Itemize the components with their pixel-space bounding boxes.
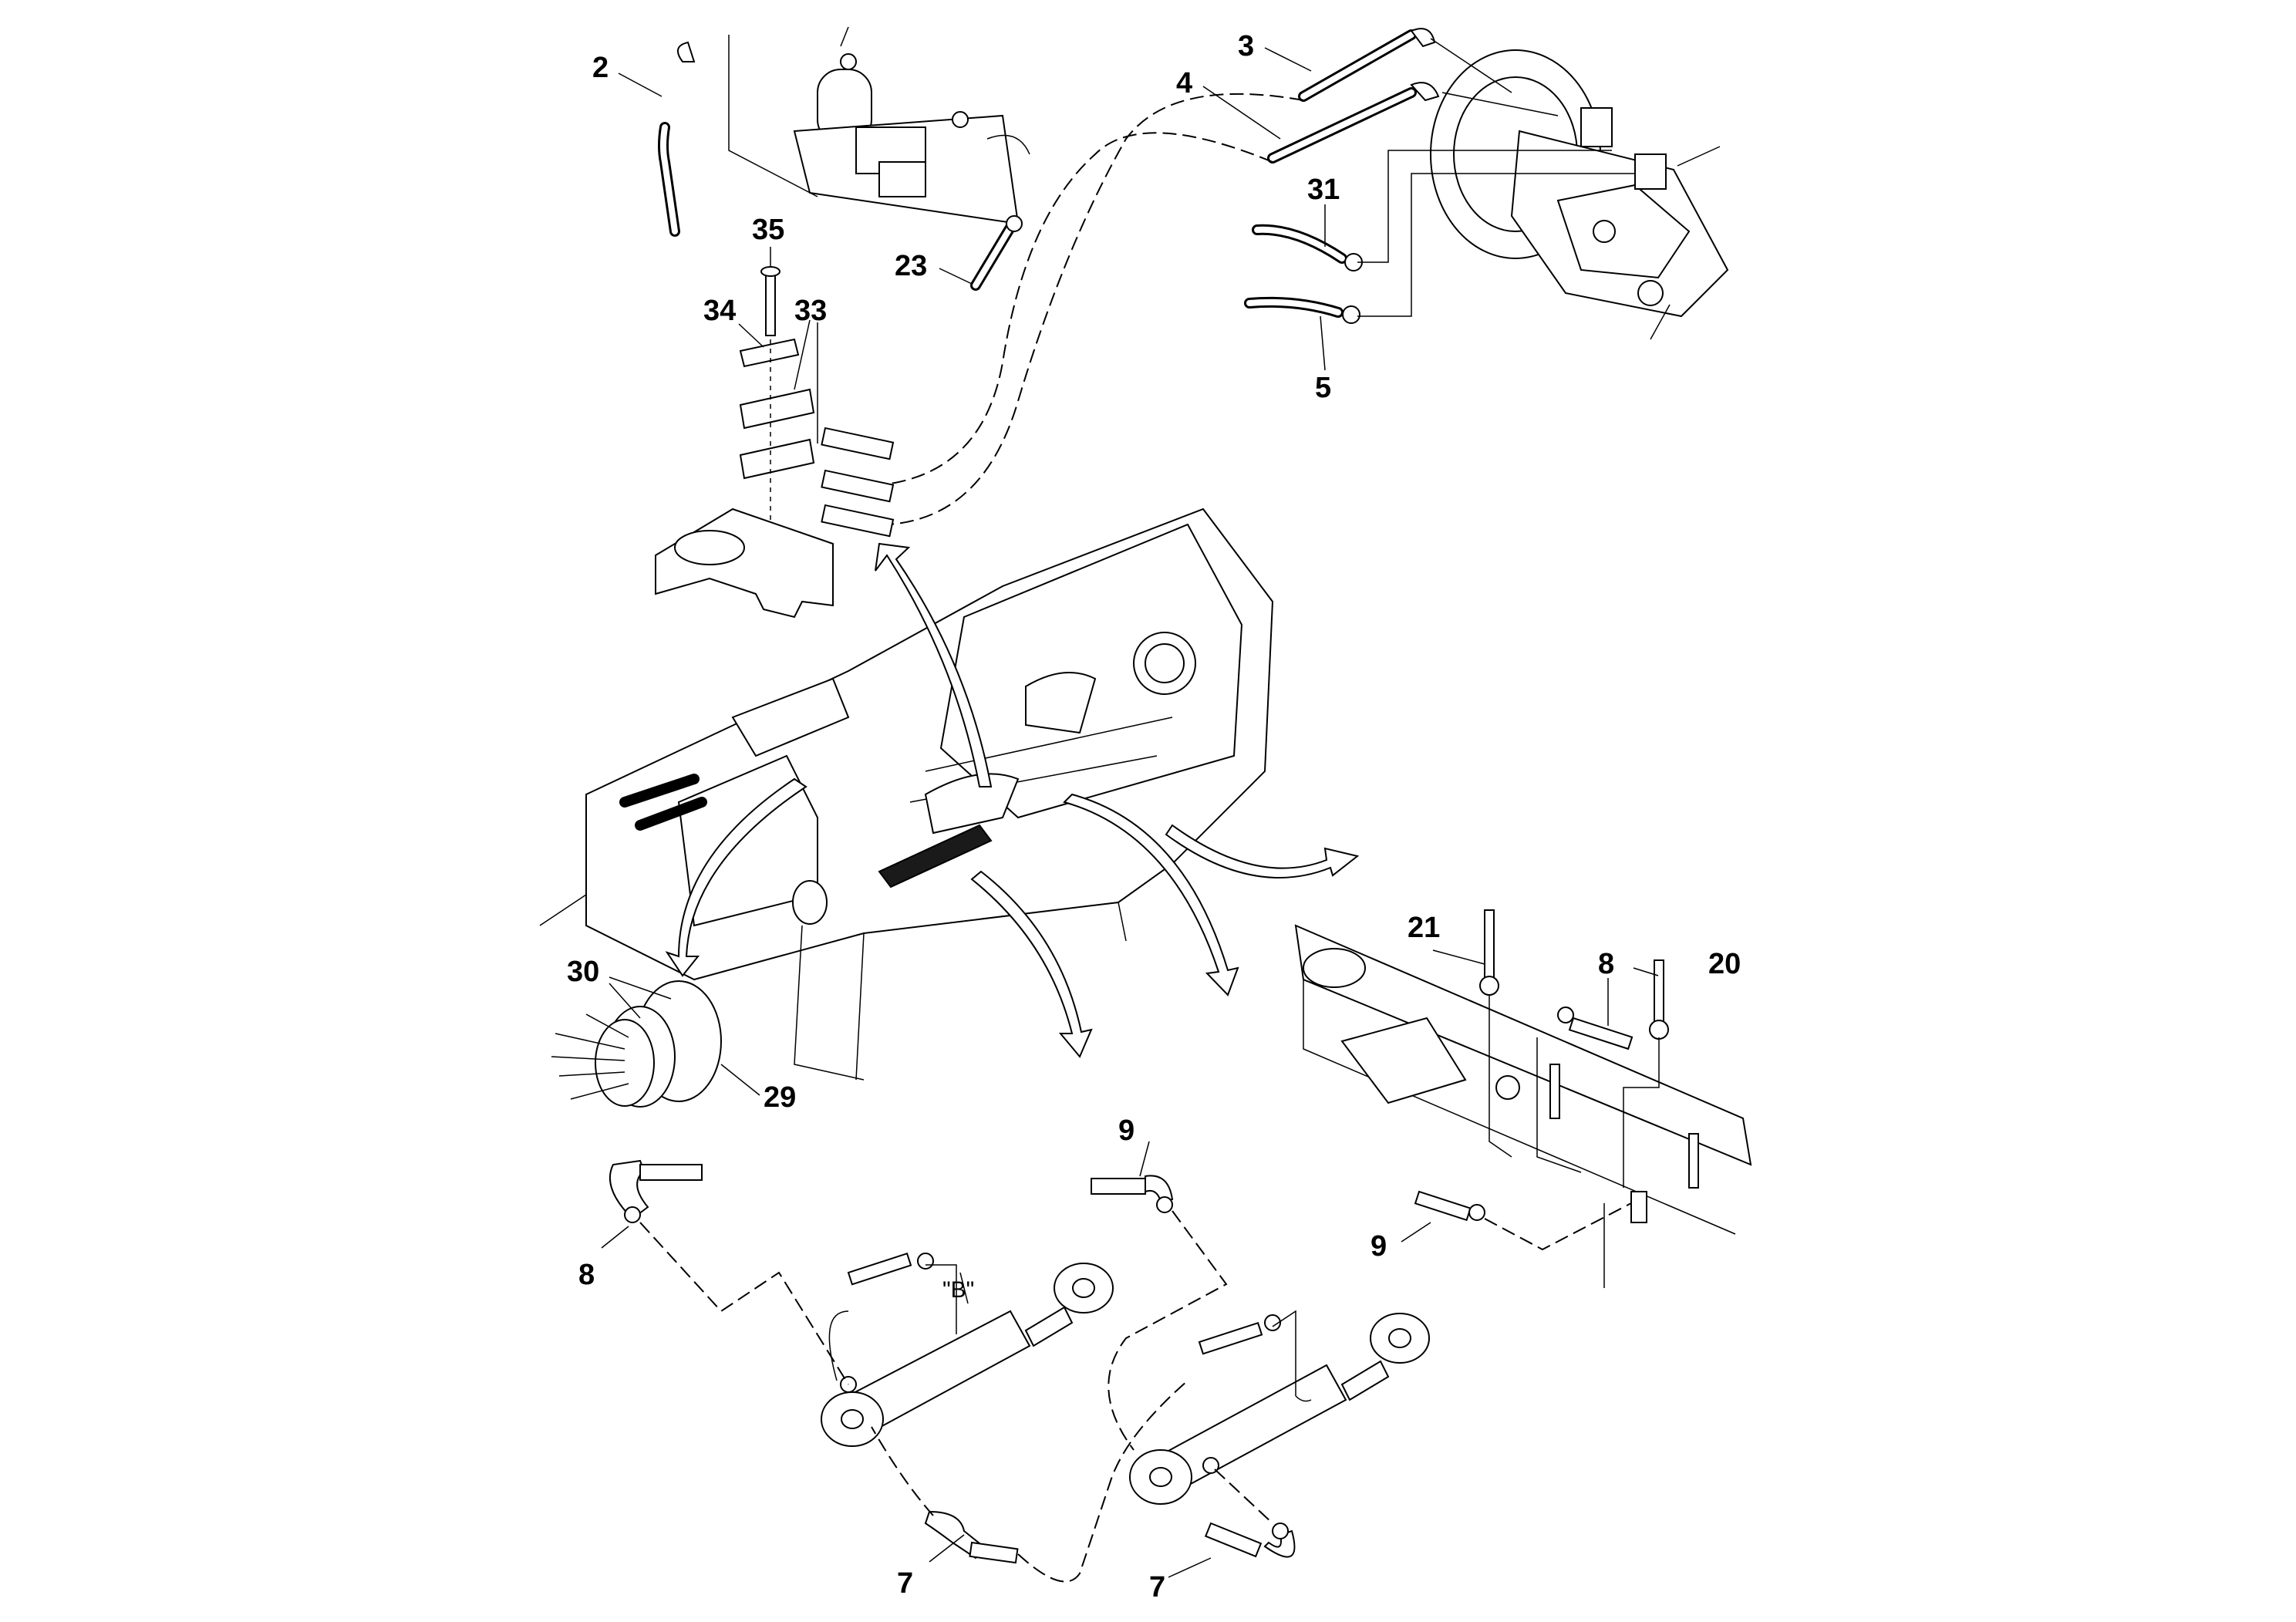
frame-rail-detail bbox=[1294, 924, 1752, 1288]
view-label-b: "B" bbox=[942, 1277, 974, 1303]
mounting-bracket bbox=[655, 508, 834, 619]
leader-hose-2-to-valve bbox=[728, 35, 818, 197]
fitting-b-right bbox=[1198, 1314, 1281, 1355]
solenoid-valve-block bbox=[793, 26, 1030, 225]
fitting-b-left bbox=[847, 1253, 934, 1286]
callout-9-lower: 9 bbox=[1118, 1114, 1135, 1147]
callout-33: 33 bbox=[794, 295, 827, 327]
fitting-8-upper bbox=[1557, 1007, 1633, 1050]
callout-29: 29 bbox=[764, 1081, 796, 1114]
callout-30: 30 bbox=[567, 956, 599, 988]
leader-hose-5-to-pump bbox=[1357, 173, 1635, 317]
fitting-21 bbox=[1479, 909, 1499, 996]
callout-leaders bbox=[601, 47, 1659, 1578]
direction-arrows bbox=[665, 542, 1360, 1058]
callout-9-right: 9 bbox=[1371, 1230, 1387, 1263]
callout-31: 31 bbox=[1307, 174, 1340, 206]
leader-21 bbox=[1489, 995, 1512, 1158]
connector-assembly-30-29 bbox=[551, 980, 722, 1108]
clamp-halves-33 bbox=[739, 388, 815, 480]
callout-35: 35 bbox=[752, 214, 784, 246]
callout-3: 3 bbox=[1238, 30, 1254, 62]
callout-21: 21 bbox=[1408, 912, 1440, 944]
hydraulic-pump-assembly bbox=[1430, 49, 1729, 340]
hydraulic-cylinder-right bbox=[1129, 1313, 1430, 1505]
fitting-9-right bbox=[1414, 1190, 1485, 1222]
callout-34: 34 bbox=[703, 295, 736, 327]
hose-2 bbox=[658, 41, 696, 237]
callout-2: 2 bbox=[592, 52, 609, 84]
hose-7-left bbox=[924, 1510, 1019, 1564]
hydraulic-cylinder-left bbox=[821, 1263, 1114, 1447]
hose-5 bbox=[1244, 296, 1360, 324]
clamped-tubes bbox=[821, 427, 895, 538]
routing-dashes-lower bbox=[639, 1210, 1273, 1583]
callout-23: 23 bbox=[895, 250, 927, 282]
fitting-20 bbox=[1649, 959, 1669, 1040]
callout-8-upper: 8 bbox=[1598, 948, 1614, 980]
tube-3 bbox=[1298, 28, 1436, 102]
tube-4 bbox=[1267, 82, 1440, 164]
fitting-23 bbox=[970, 215, 1023, 291]
leader-tubes-to-pump bbox=[1357, 150, 1612, 263]
hose-7-right bbox=[1204, 1522, 1296, 1558]
machine-frame-overview bbox=[539, 508, 1274, 1081]
callout-8-lower: 8 bbox=[578, 1259, 595, 1291]
fitting-9-lower bbox=[1091, 1175, 1174, 1213]
callout-4: 4 bbox=[1176, 67, 1192, 99]
callout-5: 5 bbox=[1315, 372, 1331, 404]
clamp-bolt-35 bbox=[760, 266, 781, 336]
callout-7-right: 7 bbox=[1149, 1571, 1165, 1603]
routing-path-upper-hoses bbox=[840, 132, 1273, 487]
callout-7-left: 7 bbox=[897, 1567, 913, 1600]
clamp-plate-34 bbox=[739, 338, 800, 368]
hose-31 bbox=[1252, 224, 1363, 271]
callout-20: 20 bbox=[1708, 948, 1741, 980]
fitting-8-lower bbox=[609, 1159, 703, 1223]
